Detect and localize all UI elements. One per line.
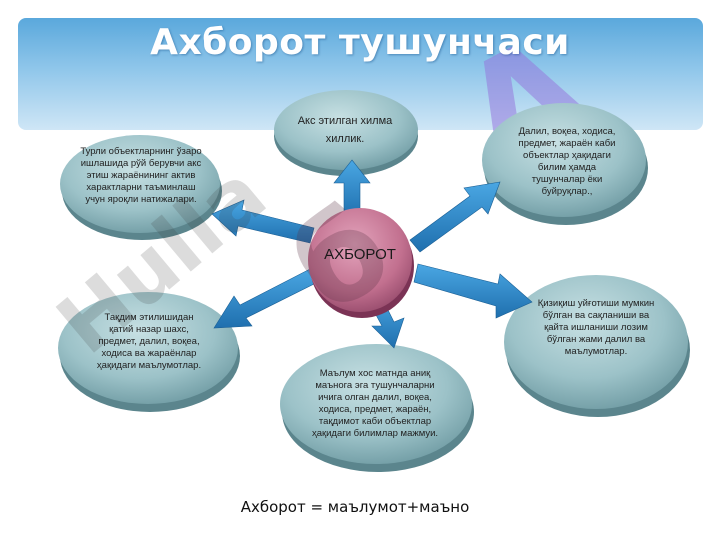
node-top-right-text: Далил, воқеа, ходиса, предмет, жараён ка… <box>518 126 616 197</box>
node-top-right-ellipse <box>482 103 648 225</box>
arrow-to-top-right <box>409 181 501 253</box>
node-bottom-left-ellipse <box>58 292 240 412</box>
formula: Ахборот = маълумот+маъно <box>240 498 470 516</box>
node-top-text: Акс этилган хилма хиллик. <box>297 115 393 145</box>
center-label: АХБОРОТ <box>324 246 396 263</box>
node-top-left-text: Турли объектларнинг ўзаро ишлашида рўй б… <box>80 146 202 205</box>
node-bottom-right-ellipse <box>504 275 690 417</box>
arrow-to-top-left <box>211 199 315 244</box>
center-node <box>308 208 414 318</box>
arrow-to-bottom-right <box>413 263 533 319</box>
page-title: Ахборот тушунчаси <box>150 22 570 63</box>
node-bottom-text: Маълум хос матнда аниқ маънога эга тушун… <box>311 368 439 439</box>
node-bottom-right-text: Қизиқиш уйғотиши мумкин бўлган ва сақлан… <box>537 298 655 357</box>
node-bottom-ellipse <box>280 344 474 472</box>
node-top-left-ellipse <box>60 135 222 240</box>
node-bottom-left-text: Тақдим этилишидан қатий назар шахс, пред… <box>96 312 202 371</box>
node-top-ellipse <box>274 90 418 176</box>
arrow-to-bottom-left <box>213 267 319 329</box>
